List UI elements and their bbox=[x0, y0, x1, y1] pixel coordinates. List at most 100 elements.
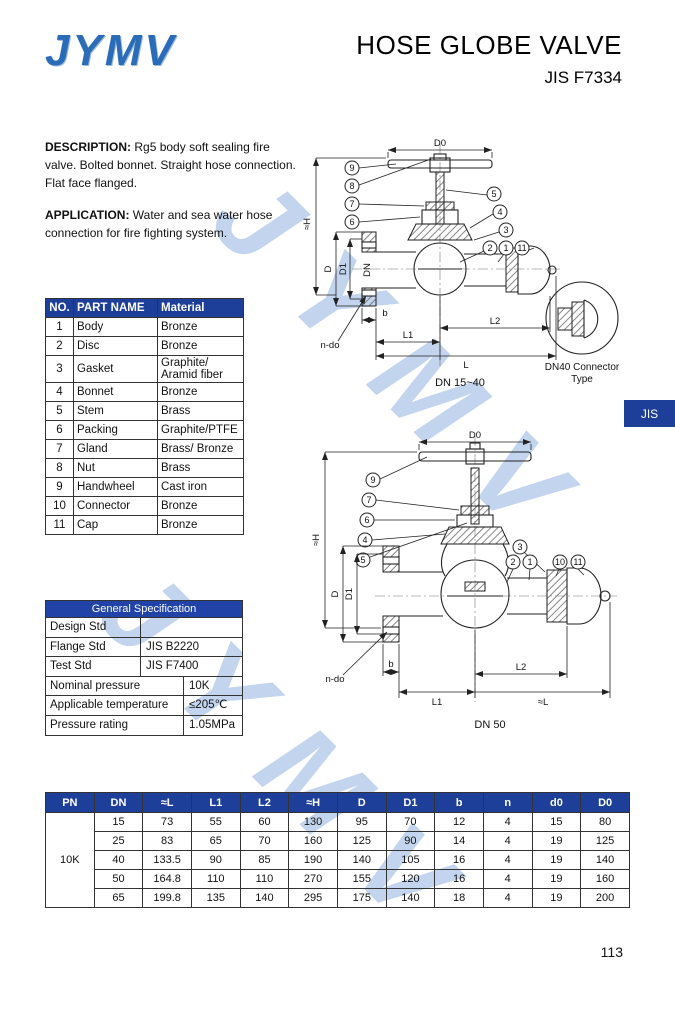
dim-label-l2: L2 bbox=[516, 662, 527, 673]
dims-header: d0 bbox=[531, 792, 582, 813]
dim-label-d0: D0 bbox=[469, 430, 481, 441]
dim-label-h: ≈H bbox=[311, 534, 322, 546]
dim-label-d1: D1 bbox=[344, 588, 355, 600]
description-paragraph: DESCRIPTION: Rg5 body soft sealing fire … bbox=[45, 138, 297, 192]
spec-label: Design Std bbox=[46, 618, 141, 637]
valve-drawing-dn15-40: 9 8 7 6 5 4 3 2 1 11 bbox=[302, 138, 620, 389]
parts-header-material: Material bbox=[157, 298, 244, 318]
description-label: DESCRIPTION: bbox=[45, 140, 132, 154]
dims-header: D1 bbox=[385, 792, 436, 813]
dims-cell: 135 bbox=[190, 888, 241, 908]
spec-label: Nominal pressure bbox=[46, 676, 184, 695]
callout-balloon: 4 bbox=[497, 207, 502, 217]
dims-cell: 19 bbox=[531, 831, 582, 851]
dims-cell: 15 bbox=[531, 812, 582, 832]
dims-cell: 16 bbox=[434, 850, 484, 870]
part-no: 7 bbox=[45, 439, 74, 459]
part-name: Gasket bbox=[73, 355, 158, 383]
callout-balloon: 5 bbox=[491, 189, 496, 199]
dims-cell: 105 bbox=[385, 850, 436, 870]
dims-cell: 4 bbox=[482, 888, 533, 908]
dims-cell: 19 bbox=[531, 869, 582, 889]
dims-row: 50 164.8 110 110 270 155 120 16 4 19 160 bbox=[46, 869, 630, 889]
centerlines bbox=[375, 436, 617, 702]
title-block: HOSE GLOBE VALVE JIS F7334 bbox=[356, 30, 622, 88]
part-material: Bronze bbox=[157, 336, 244, 356]
dims-cell: 4 bbox=[482, 831, 533, 851]
part-name: Body bbox=[73, 317, 158, 337]
part-material: Brass/ Bronze bbox=[157, 439, 244, 459]
page-number: 113 bbox=[600, 944, 623, 960]
dims-cell: 60 bbox=[239, 812, 290, 832]
dims-cell: 70 bbox=[385, 812, 436, 832]
dim-label-l: L bbox=[463, 360, 468, 371]
dims-cell: 50 bbox=[93, 869, 144, 889]
spec-value: 1.05MPa bbox=[189, 718, 236, 731]
dims-header: D bbox=[336, 792, 387, 813]
callout-balloon: 5 bbox=[360, 555, 365, 565]
part-material: Bronze bbox=[157, 382, 244, 402]
parts-header-row: NO. PART NAME Material bbox=[45, 298, 244, 318]
centerlines bbox=[352, 144, 562, 366]
part-material: Bronze bbox=[157, 515, 244, 535]
callout-balloon: 7 bbox=[349, 199, 354, 209]
spec-value: JIS B2220 bbox=[146, 640, 200, 653]
dims-cell: 19 bbox=[531, 888, 582, 908]
dims-cell: 95 bbox=[336, 812, 387, 832]
part-no: 8 bbox=[45, 458, 74, 478]
dims-cell: 190 bbox=[288, 850, 338, 870]
dims-cell: 4 bbox=[482, 850, 533, 870]
dimensions-table: PN DN ≈L L1 L2 ≈H D D1 b n d0 D0 10K 1 bbox=[45, 792, 630, 908]
parts-header-name: PART NAME bbox=[73, 298, 158, 318]
valve-drawing-dn50: 9 7 6 4 5 3 2 1 10 11 bbox=[311, 430, 617, 731]
spec-title: General Specification bbox=[46, 601, 242, 618]
parts-header-no: NO. bbox=[45, 298, 74, 318]
callout-balloon: 11 bbox=[573, 557, 582, 567]
part-name: Bonnet bbox=[73, 382, 158, 402]
part-material: Bronze bbox=[157, 496, 244, 516]
part-material: Brass bbox=[157, 458, 244, 478]
side-tab-jis: JIS bbox=[624, 400, 675, 427]
dim-label-l2: L2 bbox=[490, 316, 501, 327]
dims-cell: 65 bbox=[93, 888, 144, 908]
dims-cell: 110 bbox=[190, 869, 241, 889]
pn-cell: 10K bbox=[45, 812, 95, 908]
callout-balloon: 3 bbox=[517, 542, 522, 552]
spec-value bbox=[141, 618, 242, 637]
dims-cell: 199.8 bbox=[142, 888, 192, 908]
part-material: Brass bbox=[157, 401, 244, 421]
dims-cell: 155 bbox=[336, 869, 387, 889]
dims-cell: 85 bbox=[239, 850, 290, 870]
brand-logo: JYMV bbox=[45, 26, 177, 75]
dim-label-d: D bbox=[330, 590, 341, 597]
dims-cell: 140 bbox=[385, 888, 436, 908]
general-specification-table: General Specification Design Std Flange … bbox=[45, 600, 243, 736]
dims-cell: 18 bbox=[434, 888, 484, 908]
part-no: 11 bbox=[45, 515, 74, 535]
dims-header: D0 bbox=[580, 792, 630, 813]
spec-row: Test Std JIS F7400 bbox=[46, 657, 242, 677]
dims-cell: 200 bbox=[580, 888, 630, 908]
dims-cell: 16 bbox=[434, 869, 484, 889]
dim-label-d0: D0 bbox=[434, 138, 446, 149]
drawing2-caption: DN 50 bbox=[474, 719, 505, 731]
dim-label-b: b bbox=[388, 659, 393, 670]
spec-row: Applicable temperature≤205℃ bbox=[46, 696, 242, 716]
spec-value: JIS F7400 bbox=[146, 660, 199, 672]
valve-geometry bbox=[361, 153, 557, 307]
dims-row: 40 133.5 90 85 190 140 105 16 4 19 140 bbox=[46, 850, 630, 870]
application-label: APPLICATION: bbox=[45, 208, 130, 222]
callouts: 9 8 7 6 5 4 3 2 1 11 bbox=[344, 158, 535, 263]
dim-label-h: ≈H bbox=[302, 218, 313, 230]
dims-cell: 130 bbox=[288, 812, 338, 832]
dims-cell: 4 bbox=[482, 869, 533, 889]
spec-label: Test Std bbox=[46, 657, 141, 676]
dims-header: DN bbox=[93, 792, 144, 813]
dims-cell: 140 bbox=[239, 888, 290, 908]
